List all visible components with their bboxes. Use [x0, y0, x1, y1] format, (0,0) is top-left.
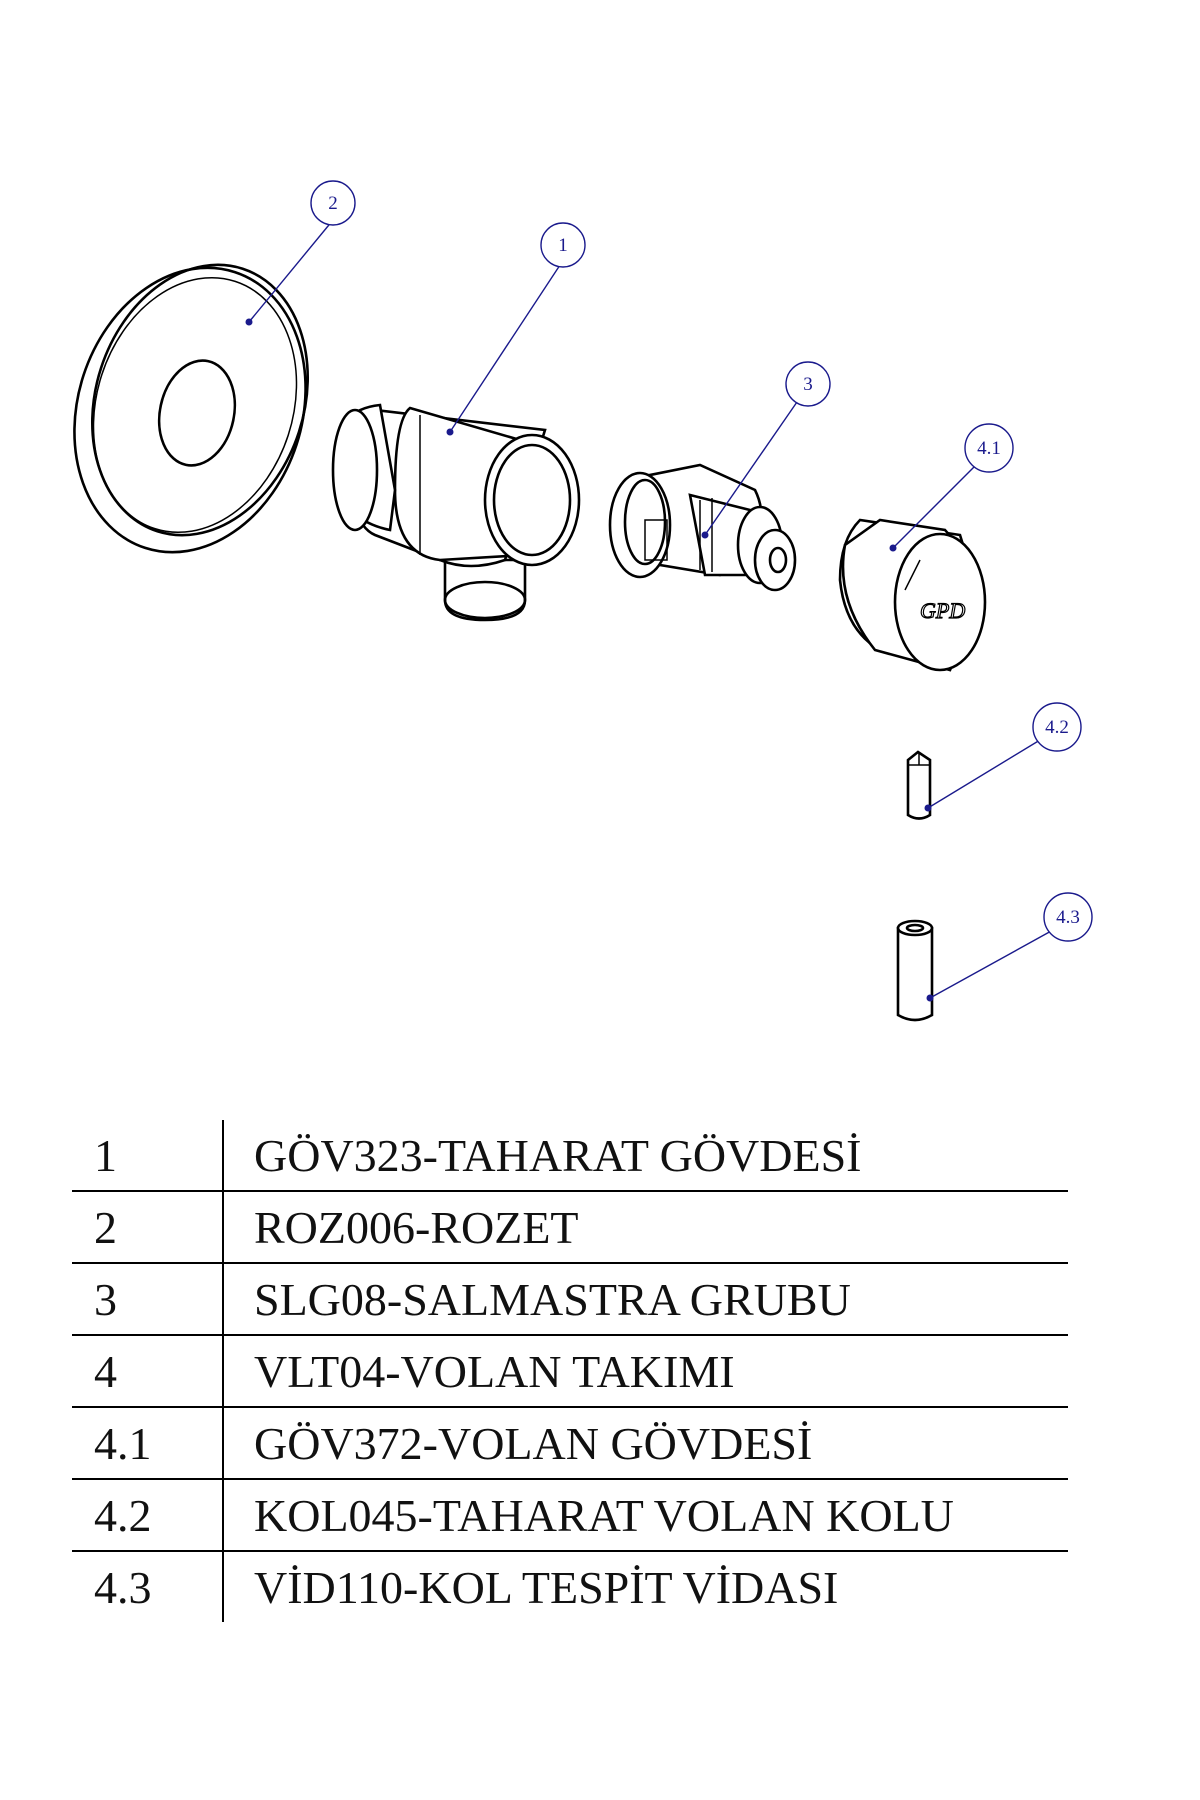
callout-label: 2 [328, 193, 338, 214]
callout-2: 2 [245, 180, 356, 326]
table-row: 4 VLT04-VOLAN TAKIMI [72, 1335, 1068, 1407]
callout-4-1: 4.1 [889, 423, 1014, 552]
part-cartridge [608, 463, 797, 592]
part-description: KOL045-TAHARAT VOLAN KOLU [254, 1489, 954, 1541]
table-row: 4.1 GÖV372-VOLAN GÖVDESİ [72, 1407, 1068, 1479]
part-number: 4 [72, 1335, 224, 1407]
part-description: ROZ006-ROZET [254, 1201, 579, 1253]
part-number: 2 [72, 1191, 224, 1263]
part-description: GÖV323-TAHARAT GÖVDESİ [254, 1129, 862, 1181]
callout-label: 4.2 [1045, 717, 1069, 738]
callout-label: 3 [803, 374, 813, 395]
part-set-screw [906, 750, 932, 820]
callout-3: 3 [701, 361, 831, 539]
part-rosette [73, 263, 310, 554]
table-row: 1 GÖV323-TAHARAT GÖVDESİ [72, 1120, 1068, 1191]
callout-label: 4.3 [1056, 907, 1080, 928]
part-handle-body: GPD [838, 518, 987, 672]
part-lever-rod [896, 919, 934, 1022]
callout-4-2: 4.3 [926, 892, 1093, 1002]
parts-table: 1 GÖV323-TAHARAT GÖVDESİ 2 ROZ006-ROZET … [72, 1120, 1068, 1622]
part-description: GÖV372-VOLAN GÖVDESİ [254, 1417, 813, 1469]
table-row: 3 SLG08-SALMASTRA GRUBU [72, 1263, 1068, 1335]
callout-label: 1 [558, 235, 568, 256]
part-number: 4.3 [72, 1551, 224, 1622]
part-description: VİD110-KOL TESPİT VİDASI [254, 1561, 839, 1613]
part-number: 4.2 [72, 1479, 224, 1551]
brand-mark: GPD [920, 598, 965, 623]
exploded-view-diagram: GPD 2 1 3 4.1 4.2 [73, 180, 1093, 1022]
part-description: VLT04-VOLAN TAKIMI [254, 1345, 735, 1397]
part-number: 4.1 [72, 1407, 224, 1479]
callout-1: 1 [446, 222, 586, 436]
part-number: 1 [72, 1120, 224, 1191]
callout-label: 4.1 [977, 438, 1001, 459]
table-row: 4.3 VİD110-KOL TESPİT VİDASI [72, 1551, 1068, 1622]
part-body [331, 403, 581, 622]
table-row: 4.2 KOL045-TAHARAT VOLAN KOLU [72, 1479, 1068, 1551]
callout-4-3: 4.2 [924, 702, 1082, 812]
part-number: 3 [72, 1263, 224, 1335]
part-description: SLG08-SALMASTRA GRUBU [254, 1273, 851, 1325]
table-row: 2 ROZ006-ROZET [72, 1191, 1068, 1263]
